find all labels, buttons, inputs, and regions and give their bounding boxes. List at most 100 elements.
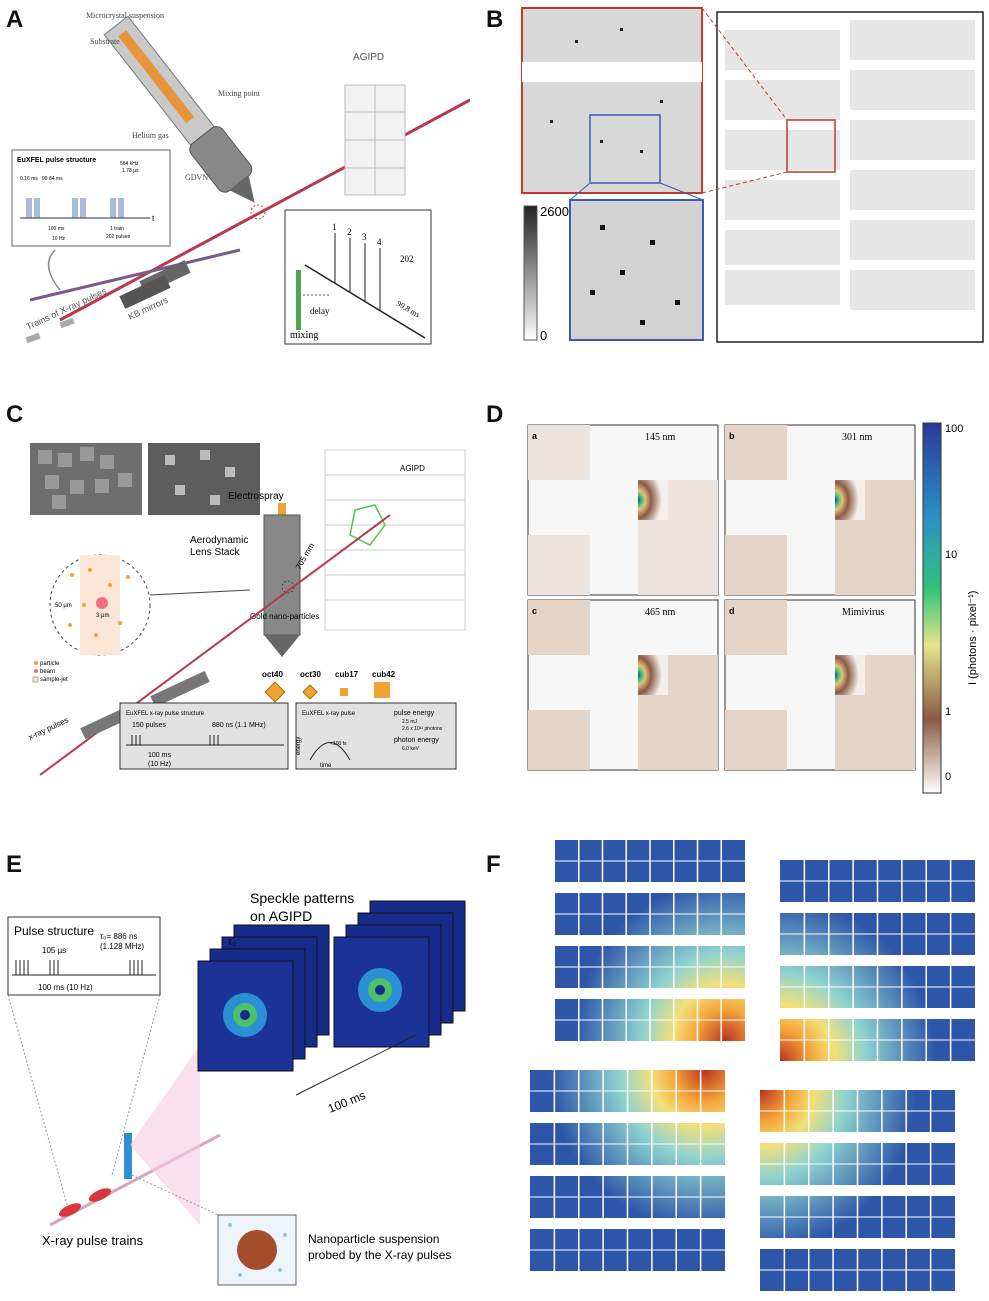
zoom-region-red bbox=[521, 7, 703, 194]
panel-e: E Pulse structure 105 µs τ₀= 886 ns (1.1… bbox=[0, 845, 490, 1296]
svg-text:d: d bbox=[729, 606, 735, 616]
svg-text:EuXFEL x-ray pulse structure: EuXFEL x-ray pulse structure bbox=[126, 711, 205, 717]
svg-text:EuXFEL x-ray pulse: EuXFEL x-ray pulse bbox=[302, 711, 356, 717]
svg-text:10: 10 bbox=[945, 549, 957, 561]
svg-text:probed by the X-ray pulses: probed by the X-ray pulses bbox=[308, 1248, 451, 1262]
colorbar-d-label: I (photons · pixel⁻¹) bbox=[967, 591, 979, 685]
panel-c: C Electrospray Aerodynamic Lens Stack 70… bbox=[0, 395, 480, 790]
svg-text:564 kHz: 564 kHz bbox=[120, 161, 139, 167]
svg-text:2.5 mJ: 2.5 mJ bbox=[402, 719, 418, 725]
subplot-b: b 301 nm bbox=[724, 424, 916, 596]
panel-label-e: E bbox=[6, 851, 23, 878]
svg-text:Nanoparticle suspension: Nanoparticle suspension bbox=[308, 1232, 439, 1246]
svg-text:mixing: mixing bbox=[290, 330, 318, 341]
detector-quadrant bbox=[528, 1070, 727, 1271]
svg-text:on AGIPD: on AGIPD bbox=[250, 908, 312, 924]
svg-text:(10 Hz): (10 Hz) bbox=[148, 761, 171, 768]
pulse-structure-box: EuXFEL pulse structure 0.16 ms 99.84 ms … bbox=[11, 149, 171, 247]
colorbar-min: 0 bbox=[540, 328, 547, 343]
panel-label-b: B bbox=[486, 6, 504, 33]
svg-text:c: c bbox=[532, 606, 537, 616]
pulse-title: EuXFEL pulse structure bbox=[17, 157, 96, 164]
svg-text:delay: delay bbox=[310, 306, 330, 316]
speckle-stack-2 bbox=[333, 900, 466, 1048]
gold-label: Gold nano-particles bbox=[250, 612, 319, 621]
svg-text:AGIPD: AGIPD bbox=[400, 464, 425, 473]
subplot-title: 465 nm bbox=[645, 607, 676, 618]
subplot-d: d Mimivirus bbox=[724, 599, 916, 771]
colorbar-max: 2600 bbox=[540, 204, 569, 219]
svg-text:150 pulses: 150 pulses bbox=[132, 722, 166, 729]
panel-c-diagram: Electrospray Aerodynamic Lens Stack 705 … bbox=[27, 443, 466, 776]
svg-text:880 ns (1.1 MHz): 880 ns (1.1 MHz) bbox=[212, 722, 266, 729]
agipd-detector bbox=[344, 84, 406, 196]
svg-text:particle: particle bbox=[40, 661, 60, 667]
svg-text:cub42: cub42 bbox=[372, 670, 396, 679]
panel-label-f: F bbox=[486, 851, 501, 878]
svg-text:50 µm: 50 µm bbox=[55, 603, 72, 609]
svg-text:oct40: oct40 bbox=[262, 670, 283, 679]
subplot-a: a 145 nm bbox=[527, 424, 719, 596]
svg-text:3: 3 bbox=[362, 232, 367, 242]
helium-label: Helium gas bbox=[132, 131, 169, 140]
svg-text:1: 1 bbox=[332, 222, 337, 232]
svg-text:τ₀= 886 ns: τ₀= 886 ns bbox=[100, 932, 137, 941]
detector-modules bbox=[725, 20, 975, 310]
zoom-region-blue bbox=[569, 199, 704, 341]
detector-quadrant bbox=[778, 860, 977, 1061]
substrate-label: Substrate bbox=[90, 37, 120, 46]
svg-text:sample-jet: sample-jet bbox=[40, 677, 68, 683]
svg-text:2.6 x 10¹² photons: 2.6 x 10¹² photons bbox=[402, 726, 443, 732]
svg-text:Speckle patterns: Speckle patterns bbox=[250, 890, 354, 906]
svg-text:1 train: 1 train bbox=[110, 226, 124, 232]
trains-label: X-ray pulse trains bbox=[42, 1233, 144, 1248]
svg-text:100 ms: 100 ms bbox=[48, 226, 65, 232]
svg-text:time: time bbox=[320, 763, 332, 769]
detector-quadrant bbox=[553, 840, 747, 1041]
svg-text:Pulse structure: Pulse structure bbox=[14, 924, 94, 938]
panel-d-diagram: a 145 nm b 301 nm c 465 nm bbox=[527, 422, 979, 794]
svg-text:beam: beam bbox=[40, 669, 55, 675]
svg-text:t: t bbox=[152, 214, 155, 223]
svg-text:photon energy: photon energy bbox=[394, 737, 439, 744]
svg-text:b: b bbox=[729, 431, 735, 441]
svg-text:99.84 ms: 99.84 ms bbox=[42, 176, 63, 182]
subplot-title: Mimivirus bbox=[842, 607, 884, 618]
panel-e-diagram: Pulse structure 105 µs τ₀= 886 ns (1.128… bbox=[7, 890, 466, 1286]
svg-text:3 µm: 3 µm bbox=[96, 613, 109, 619]
kb-mirror bbox=[119, 275, 171, 309]
mixing-point-label: Mixing point bbox=[218, 89, 261, 98]
svg-text:(1.128 MHz): (1.128 MHz) bbox=[100, 942, 144, 951]
svg-text:x-ray pulses: x-ray pulses bbox=[27, 715, 70, 741]
subplot-title: 145 nm bbox=[645, 432, 676, 443]
svg-text:Aerodynamic: Aerodynamic bbox=[190, 535, 248, 546]
colorbar-b bbox=[523, 205, 538, 341]
svg-text:202: 202 bbox=[400, 254, 414, 264]
subplot-title: 301 nm bbox=[842, 432, 873, 443]
panel-b-diagram: 2600 0 bbox=[521, 7, 984, 343]
svg-text:1.78 µs: 1.78 µs bbox=[122, 168, 139, 174]
colorbar-d bbox=[922, 422, 942, 794]
svg-text:cub17: cub17 bbox=[335, 670, 359, 679]
e-pulse-structure: Pulse structure 105 µs τ₀= 886 ns (1.128… bbox=[7, 916, 161, 996]
electrospray-nozzle bbox=[263, 514, 301, 636]
agipd-label: AGIPD bbox=[353, 52, 384, 63]
panel-a: A KB mirrors Trains of X-ray pulses Micr… bbox=[0, 0, 471, 360]
svg-text:a: a bbox=[532, 431, 538, 441]
panel-f-detector bbox=[528, 840, 977, 1291]
detector-quadrant bbox=[758, 1090, 957, 1291]
svg-text:<100 fs: <100 fs bbox=[330, 741, 347, 747]
svg-text:10 Hz: 10 Hz bbox=[52, 236, 66, 242]
electrospray-label: Electrospray bbox=[228, 491, 284, 502]
svg-text:100 ms: 100 ms bbox=[148, 752, 171, 759]
agipd-detector-c bbox=[324, 449, 466, 631]
svg-text:energy: energy bbox=[296, 737, 302, 755]
duration-label: 100 ms bbox=[326, 1088, 368, 1116]
svg-text:τ₀: τ₀ bbox=[228, 937, 236, 948]
delay-diagram-box: 1 2 3 4 202 99.8 ms delay mixing bbox=[284, 209, 432, 345]
subplot-c: c 465 nm bbox=[527, 599, 719, 771]
svg-text:100: 100 bbox=[945, 423, 963, 435]
gdvn-injector bbox=[103, 15, 255, 203]
speckle-stack-1 bbox=[197, 924, 330, 1072]
svg-text:Lens Stack: Lens Stack bbox=[190, 547, 240, 558]
